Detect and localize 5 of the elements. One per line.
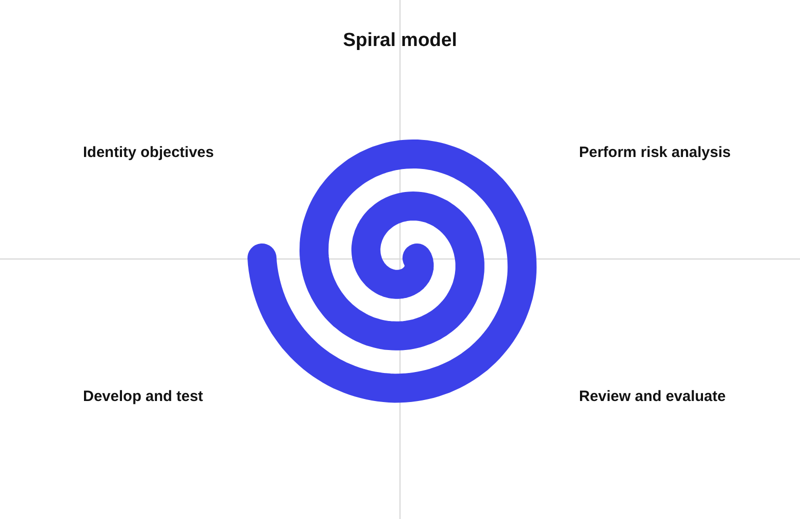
diagram-title: Spiral model: [342, 30, 458, 52]
phase-label: Perform risk analysis: [579, 144, 731, 161]
phase-label: Identity objectives: [83, 144, 214, 161]
phase-label: Develop and test: [83, 388, 204, 405]
phase-label: Review and evaluate: [579, 388, 726, 405]
